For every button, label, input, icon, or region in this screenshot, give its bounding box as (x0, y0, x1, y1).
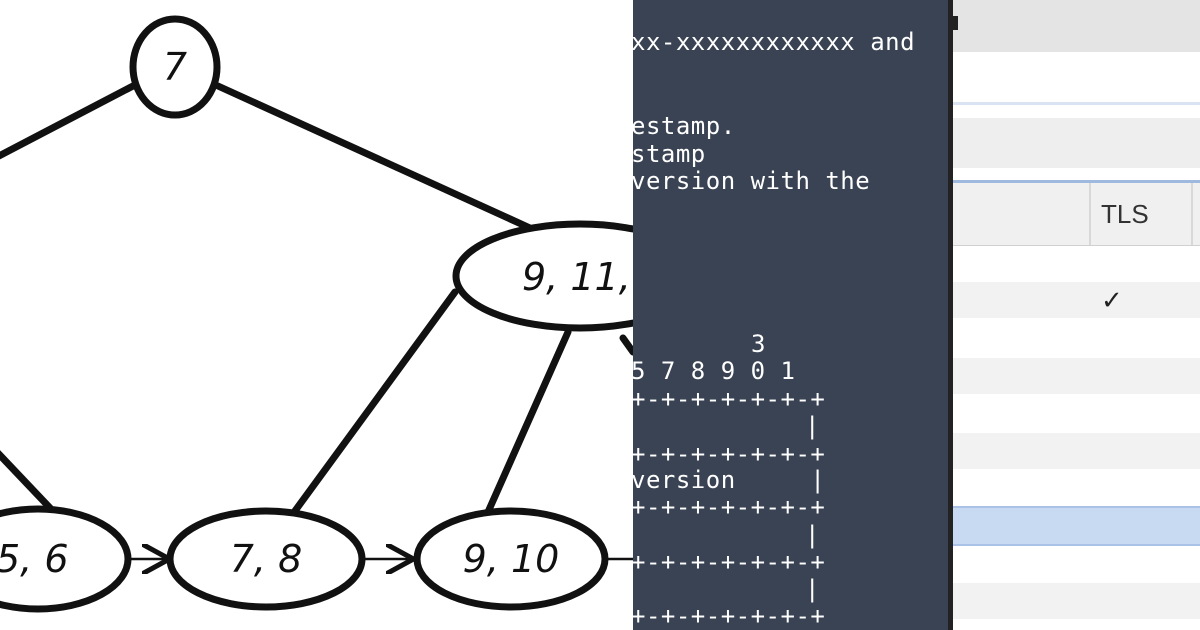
terminal-line: +-+-+-+-+-+-+ (633, 493, 826, 521)
tls-checkmark-icon: ✓ (1101, 285, 1123, 315)
tree-node-root (129, 15, 221, 119)
tree-node-root-label: 7 (163, 45, 187, 89)
table-row[interactable] (953, 358, 1200, 394)
edge-inner-leaf-b (288, 288, 459, 519)
edge-inner-leaf-c (484, 328, 572, 516)
terminal-line: 3 (751, 330, 766, 358)
edge-root-left (0, 82, 137, 160)
edge-inner-right-stub (619, 334, 633, 356)
table-row[interactable]: ✓ (953, 282, 1200, 318)
terminal-line: | (805, 575, 820, 603)
table-row[interactable] (953, 396, 1200, 432)
terminal-line: xx-xxxxxxxxxxxx and (633, 28, 916, 56)
tree-leaf-a-label: 5, 6 (0, 537, 69, 581)
column-header-tls[interactable]: TLS (1089, 183, 1193, 245)
terminal-line: 5 7 8 9 0 1 (633, 357, 796, 385)
edge-root-right (214, 82, 534, 232)
terminal-line: +-+-+-+-+-+-+ (633, 440, 826, 468)
terminal-line: +-+-+-+-+-+-+ (633, 385, 826, 413)
tree-leaf-b (166, 507, 366, 611)
tree-leaf-c-label: 9, 10 (463, 537, 560, 581)
terminal-line: version with the (633, 167, 871, 195)
table-row[interactable] (953, 583, 1200, 619)
toolbar (953, 118, 1200, 168)
terminal-line: version | (633, 466, 826, 494)
terminal-line: stamp (633, 140, 706, 168)
tree-leaf-c (413, 507, 609, 611)
table-row-selected[interactable] (953, 506, 1200, 546)
title-bar (953, 0, 1200, 53)
terminal-line: | (805, 412, 820, 440)
bplus-tree-diagram: 7 9, 11, 5, 6 7, 8 9, 10 (0, 15, 633, 613)
tree-node-right-inner-label: 9, 11, (522, 255, 631, 299)
address-bar[interactable] (953, 52, 1200, 105)
tree-canvas: 7 9, 11, 5, 6 7, 8 9, 10 (0, 15, 633, 613)
table-row[interactable] (953, 244, 1200, 280)
table-view: TLS ✓ (948, 0, 1200, 630)
edge-offscreen-leaf-a (0, 450, 56, 514)
table-row[interactable] (953, 470, 1200, 506)
terminal-line: +-+-+-+-+-+-+ (633, 548, 826, 576)
terminal-line: | (805, 521, 820, 549)
title-bar-mark (953, 16, 958, 30)
table-row[interactable] (953, 433, 1200, 469)
tree-leaf-a (0, 505, 132, 613)
tree-leaf-b-label: 7, 8 (230, 537, 303, 581)
terminal-window: xx-xxxxxxxxxxxx and estamp. stamp versio… (633, 0, 948, 630)
tree-node-right-inner (452, 220, 633, 332)
table-row[interactable] (953, 320, 1200, 356)
terminal-line: estamp. (633, 112, 736, 140)
terminal-line: +-+-+-+-+-+-+ (633, 602, 826, 630)
table-row[interactable] (953, 545, 1200, 581)
table-header: TLS (953, 180, 1200, 246)
